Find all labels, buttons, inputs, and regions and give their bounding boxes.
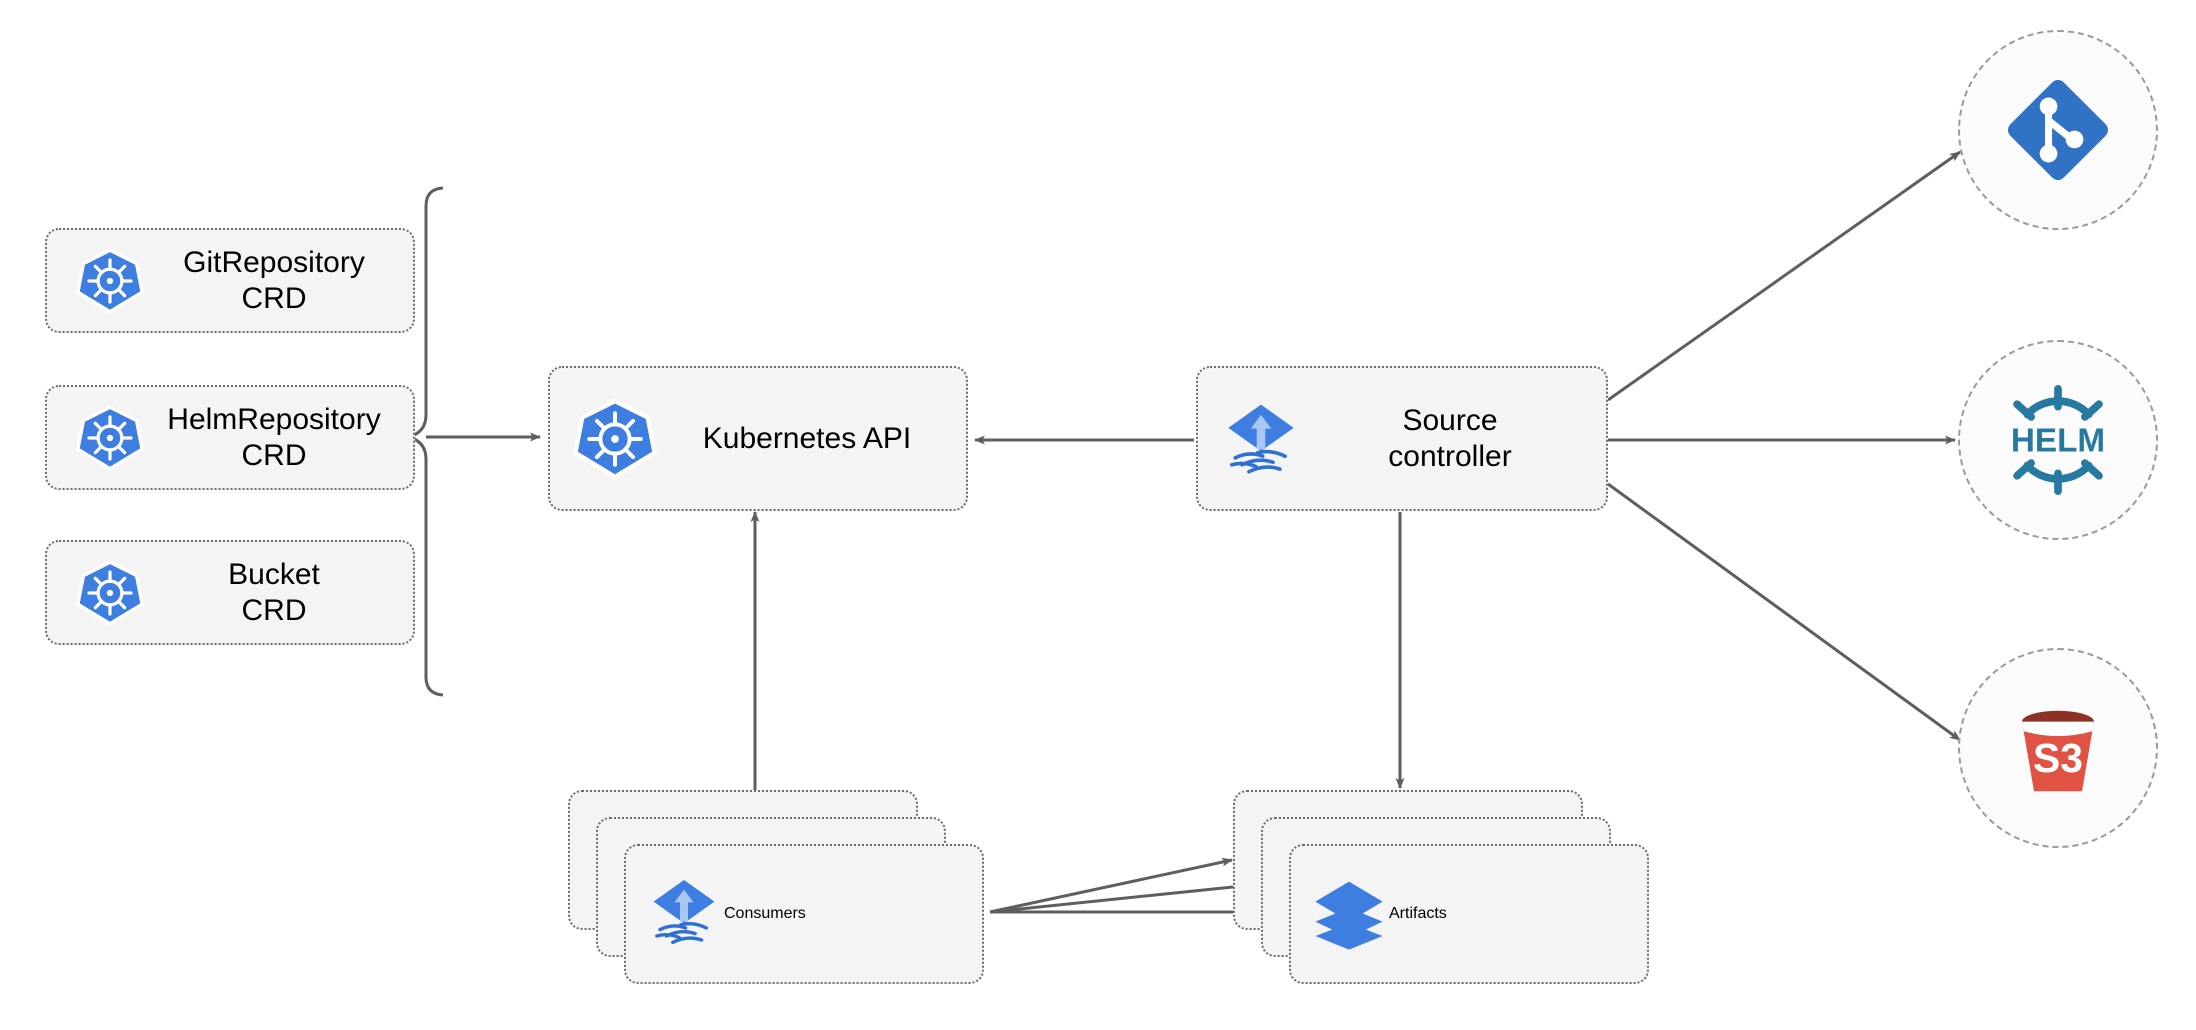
node-source-controller[interactable]: Source controller <box>1196 366 1608 511</box>
consumers-card-front: Consumers <box>624 844 984 984</box>
edge-consumers-to-artifacts-1 <box>989 857 1233 914</box>
flux-icon <box>1198 396 1304 482</box>
kubernetes-icon <box>47 403 145 473</box>
node-artifacts[interactable]: Artifacts <box>1233 790 1663 985</box>
node-label: Consumers <box>724 905 806 922</box>
helm-icon: HELM <box>2011 384 2105 496</box>
kubernetes-icon <box>47 558 145 628</box>
node-label: Kubernetes API <box>702 421 912 455</box>
node-label: HelmRepository CRD <box>167 403 381 472</box>
edge-source-controller-to-git <box>1607 150 1961 402</box>
node-label: Source controller <box>1388 404 1512 473</box>
kubernetes-icon <box>47 246 145 316</box>
node-label: GitRepository CRD <box>183 246 365 315</box>
helm-label: HELM <box>2011 423 2105 460</box>
node-helmrepository-crd[interactable]: HelmRepository CRD <box>45 385 415 490</box>
edge-source-controller-to-s3 <box>1607 482 1961 742</box>
node-git-source[interactable] <box>1958 30 2158 230</box>
s3-icon: S3 <box>2022 710 2094 792</box>
node-consumers[interactable]: Consumers <box>568 790 998 985</box>
layers-icon <box>1291 872 1389 957</box>
artifacts-card-front: Artifacts <box>1289 844 1649 984</box>
s3-label: S3 <box>2033 735 2083 781</box>
node-label: Artifacts <box>1389 905 1447 922</box>
kubernetes-icon <box>550 396 658 482</box>
flux-icon <box>626 872 724 957</box>
node-label: Bucket CRD <box>228 558 320 627</box>
node-kubernetes-api[interactable]: Kubernetes API <box>548 366 968 511</box>
node-gitrepository-crd[interactable]: GitRepository CRD <box>45 228 415 333</box>
node-bucket-crd[interactable]: Bucket CRD <box>45 540 415 645</box>
git-icon <box>2008 80 2108 180</box>
edge-consumers-to-artifacts-2 <box>989 880 1263 914</box>
node-s3-source[interactable]: S3 <box>1958 648 2158 848</box>
node-helm-source[interactable]: HELM <box>1958 340 2158 540</box>
